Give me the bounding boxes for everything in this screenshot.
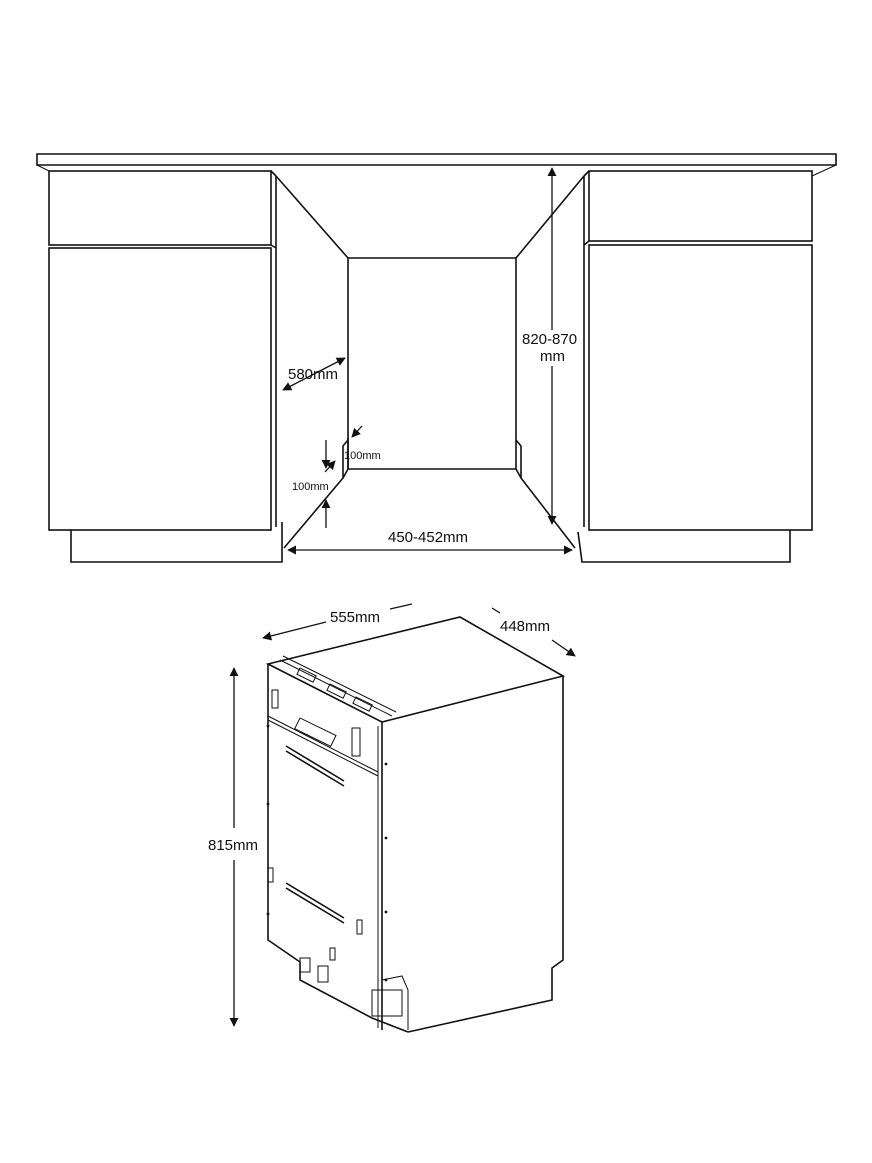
lower-slot — [285, 882, 345, 919]
control-panel-strip — [279, 655, 397, 717]
depth-dimension: 580mm — [282, 357, 346, 391]
left-cabinet — [48, 170, 283, 563]
upper-slot — [285, 745, 345, 782]
dishwasher-front — [267, 664, 409, 1033]
appliance-width-label: 448mm — [500, 618, 550, 635]
dishwasher-side — [407, 676, 564, 1033]
right-cabinet — [577, 170, 813, 563]
appliance-height-dimension: 815mm — [208, 667, 258, 1027]
height-label-line1: 820-870 — [522, 331, 577, 348]
width-label: 450-452mm — [388, 529, 468, 546]
appliance-depth-label: 555mm — [330, 609, 380, 626]
width-dimension: 450-452mm — [287, 529, 573, 555]
plinth-depth-label: 100mm — [344, 450, 381, 462]
niche-interior — [275, 175, 585, 549]
plinth-depth-dimension: 100mm — [324, 425, 381, 473]
plinth-height-dimension: 100mm — [292, 440, 331, 528]
plinth-height-label: 100mm — [292, 481, 329, 493]
base-feet — [299, 957, 409, 1030]
appliance-depth-dimension: 555mm — [262, 603, 413, 641]
appliance-width-dimension: 448mm — [491, 607, 576, 657]
height-dimension: 820-870 mm — [522, 167, 577, 525]
cabinet-niche-drawing: 580mm 820-870 mm 100mm 100mm 450-452mm — [36, 153, 837, 563]
appliance-height-label: 815mm — [208, 837, 258, 854]
depth-label: 580mm — [288, 366, 338, 383]
mounting-brackets — [267, 689, 379, 777]
dishwasher-drawing: 555mm 448mm 815mm — [208, 603, 576, 1033]
height-label-line2: mm — [540, 348, 565, 365]
countertop — [36, 153, 837, 166]
